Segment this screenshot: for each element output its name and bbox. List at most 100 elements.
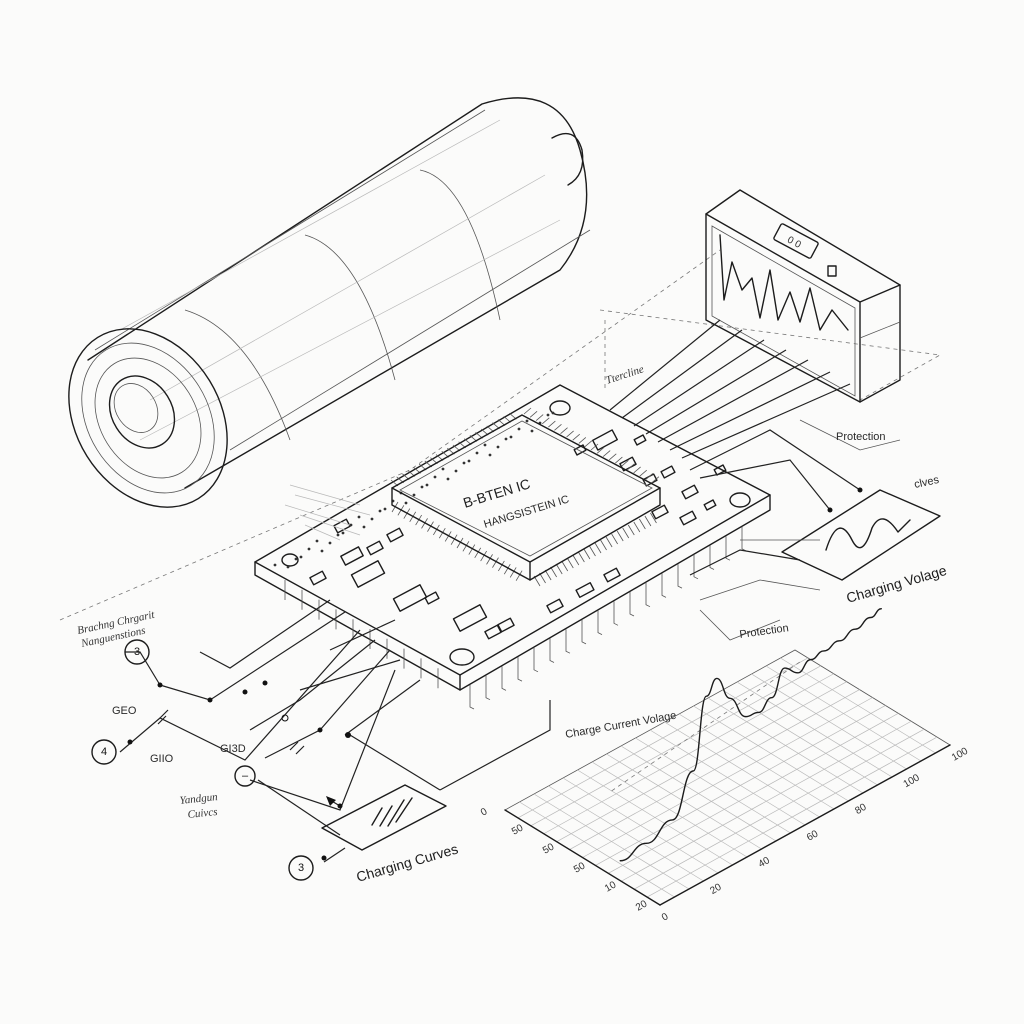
chip-leg	[456, 537, 464, 549]
board-pin	[693, 554, 699, 580]
label-top-line: Ttercline	[604, 363, 645, 387]
chip-leg	[650, 512, 657, 524]
annotation-labels: Ttercline Protection clves Charging Vola…	[76, 363, 948, 885]
chip-leg	[444, 531, 452, 542]
smd-component	[452, 604, 488, 632]
chart-x-tick-label: 100	[950, 746, 970, 764]
chip-leg	[611, 533, 618, 545]
chart-x-tick-label: 40	[757, 855, 773, 870]
chart-gridline	[530, 665, 822, 827]
chart-gridline	[621, 720, 912, 882]
chart-reference-line	[611, 660, 802, 792]
label-charging-curves: Charging Curves	[354, 841, 459, 885]
chip-leg	[584, 440, 593, 448]
oscilloscope-display	[773, 223, 819, 259]
board-dot	[378, 509, 382, 513]
chip-leg	[566, 557, 574, 569]
board-dot	[294, 557, 298, 561]
chip-leg	[535, 414, 544, 421]
label-curves-small: clves	[913, 474, 940, 491]
chart-x-tick-label: 20	[708, 882, 724, 897]
node-4: 4	[91, 739, 117, 765]
board-pin	[597, 610, 603, 635]
chart-y-tick-label: 20	[634, 898, 650, 913]
chip-leg	[503, 563, 511, 575]
chip-leg	[627, 524, 635, 536]
chip-leg	[600, 539, 607, 551]
chart-gridline	[543, 673, 834, 835]
board-pin	[613, 601, 619, 626]
chart-gridline	[633, 728, 925, 890]
board-dot	[483, 443, 487, 447]
chip-legs	[390, 407, 660, 587]
chart-y-tick-label: 50	[572, 860, 588, 875]
board-pin	[533, 647, 539, 673]
label-protection-bottom: Protection	[739, 622, 790, 641]
oscilloscope-button	[827, 265, 837, 277]
board-dot	[336, 533, 340, 537]
left-guide-lines	[284, 484, 371, 541]
chip-leg	[596, 446, 605, 454]
chip-leg	[633, 521, 641, 533]
smd-component	[603, 567, 621, 583]
chart-gridline	[556, 681, 847, 842]
chip-leg	[561, 560, 569, 572]
chip-leg	[529, 410, 538, 418]
smd-component	[386, 527, 404, 543]
chip-leg	[555, 563, 563, 575]
label-protection-top: Protection	[836, 431, 886, 443]
board-dot	[467, 459, 471, 463]
chip-leg	[550, 566, 557, 578]
smd-component	[350, 560, 386, 588]
ic-chip: B-BTEN IC HANGSISTEIN IC	[390, 407, 661, 587]
oscilloscope-waveform	[719, 234, 849, 331]
chip-leg	[622, 527, 630, 539]
board-dot	[551, 411, 555, 415]
chip-leg	[572, 433, 580, 441]
chart-series	[619, 608, 882, 862]
chip-leg	[615, 456, 623, 464]
chip-leg	[609, 453, 617, 461]
board-dot	[546, 413, 550, 417]
board-pin	[741, 526, 747, 552]
label-gnd-1: GEO	[112, 705, 137, 717]
smd-components	[273, 411, 727, 640]
board-dot	[433, 475, 437, 479]
smd-component	[484, 624, 502, 640]
chart-series-line	[619, 608, 882, 862]
oscilloscope-module: 0 0	[609, 189, 901, 459]
chip-leg	[462, 541, 470, 552]
board-dot	[299, 555, 303, 559]
chart-y-tick-label: 10	[603, 879, 619, 894]
board-pin	[677, 564, 683, 589]
board-pin	[565, 629, 571, 654]
board-dot	[425, 483, 429, 487]
board-dot	[404, 501, 408, 505]
board-dot	[383, 507, 387, 511]
chip-leg	[468, 544, 476, 555]
chip-leg	[589, 545, 596, 557]
board-dot	[320, 549, 324, 553]
chip-leg	[605, 536, 613, 548]
chip-leg	[544, 569, 552, 581]
board-dot	[454, 469, 458, 473]
chip-leg	[627, 463, 635, 470]
chip-leg	[639, 469, 647, 477]
board-pin	[645, 582, 651, 608]
chip-leg	[486, 554, 493, 565]
board-dot	[349, 523, 353, 527]
chart-x-tick-label: 0	[660, 911, 671, 924]
board-dot	[307, 547, 311, 551]
pcb-board	[254, 384, 771, 710]
board-dot	[475, 451, 479, 455]
label-gnd-2: GIIO	[150, 753, 174, 765]
board-dot	[362, 525, 366, 529]
chart-gridline	[646, 736, 938, 898]
smd-component	[424, 591, 440, 605]
chart-gridline	[517, 657, 809, 819]
chip-leg	[583, 548, 591, 560]
